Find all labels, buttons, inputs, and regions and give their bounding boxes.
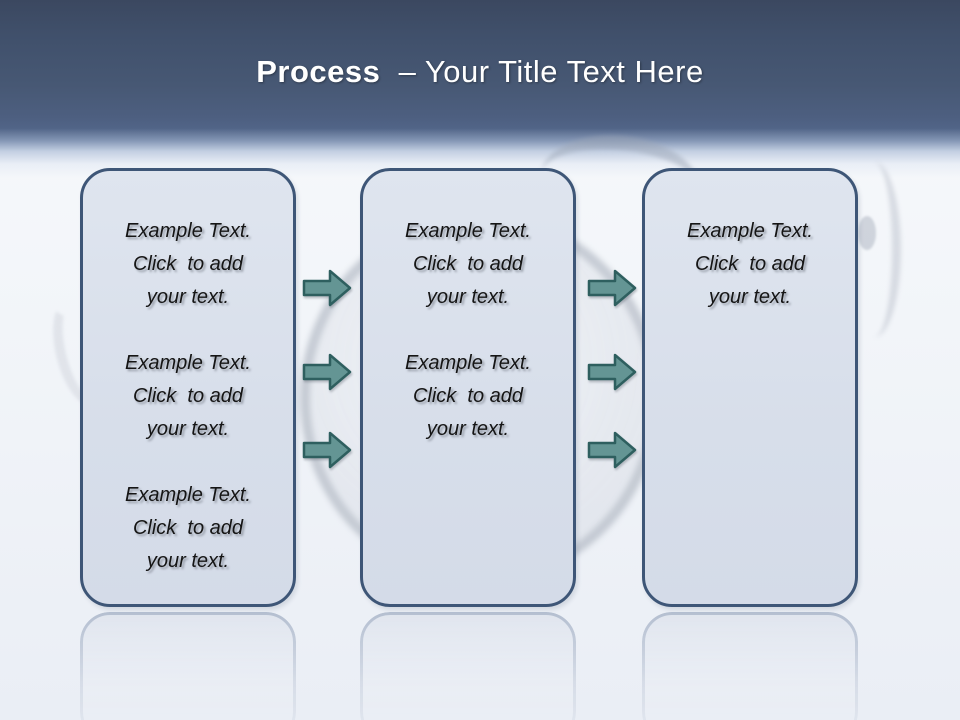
process-box-3[interactable]: Example Text. Click to add your text. <box>642 168 858 607</box>
flow-arrow-icon <box>587 429 637 471</box>
box-reflection <box>80 612 296 720</box>
box-reflection <box>642 612 858 720</box>
slide-title: Process – Your Title Text Here <box>0 52 960 92</box>
process-box-2-content: Example Text. Click to add your text. Ex… <box>363 171 573 446</box>
flow-arrow-icon <box>302 351 352 393</box>
background-watermark-blob <box>858 216 876 250</box>
process-box-1[interactable]: Example Text. Click to add your text. Ex… <box>80 168 296 607</box>
title-subtitle: – Your Title Text Here <box>380 54 704 89</box>
text-placeholder[interactable]: Example Text. Click to add your text. <box>405 352 531 440</box>
title-banner: Process – Your Title Text Here <box>0 0 960 178</box>
text-placeholder[interactable]: Example Text. Click to add your text. <box>405 220 531 308</box>
process-box-2[interactable]: Example Text. Click to add your text. Ex… <box>360 168 576 607</box>
flow-arrow-icon <box>302 429 352 471</box>
process-box-1-content: Example Text. Click to add your text. Ex… <box>83 171 293 578</box>
flow-arrow-icon <box>302 267 352 309</box>
text-placeholder[interactable]: Example Text. Click to add your text. <box>125 352 251 440</box>
title-keyword: Process <box>256 54 381 89</box>
process-box-3-content: Example Text. Click to add your text. <box>645 171 855 314</box>
flow-arrow-icon <box>587 351 637 393</box>
text-placeholder[interactable]: Example Text. Click to add your text. <box>125 220 251 308</box>
box-reflection <box>360 612 576 720</box>
text-placeholder[interactable]: Example Text. Click to add your text. <box>687 220 813 308</box>
flow-arrow-icon <box>587 267 637 309</box>
text-placeholder[interactable]: Example Text. Click to add your text. <box>125 484 251 572</box>
